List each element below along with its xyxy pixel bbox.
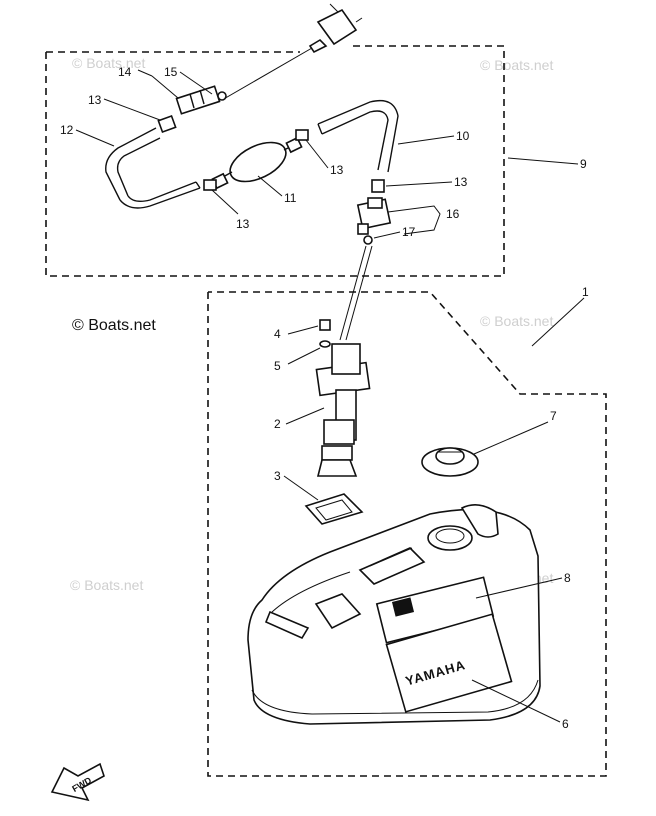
watermark: © Boats.net — [480, 57, 553, 73]
callout-2: 2 — [274, 417, 281, 431]
o-ring — [363, 235, 373, 245]
callout-9: 9 — [580, 157, 587, 171]
fuel-hose-10 — [317, 99, 399, 173]
callout-7: 7 — [550, 409, 557, 423]
callout-10: 10 — [456, 129, 470, 143]
callout-14: 14 — [118, 65, 132, 79]
hose-clamp — [371, 179, 385, 193]
callouts: 1 2 3 4 5 6 7 8 9 10 11 12 13 13 13 13 1… — [60, 65, 589, 731]
hose-clamp — [203, 179, 217, 191]
outboard-connector — [308, 3, 363, 54]
callout-13: 13 — [330, 163, 344, 177]
watermark: © Boats.net — [72, 317, 156, 334]
fuel-tank: YAMAHA — [247, 504, 541, 725]
watermark: © Boats.net — [72, 55, 145, 71]
callout-1: 1 — [582, 285, 589, 299]
callout-15: 15 — [164, 65, 178, 79]
gasket — [304, 493, 364, 525]
callout-5: 5 — [274, 359, 281, 373]
callout-13: 13 — [236, 217, 250, 231]
leader-lines — [75, 69, 585, 723]
callout-13: 13 — [454, 175, 468, 189]
fwd-arrow: FWD — [50, 762, 105, 802]
fuel-pickup-assembly — [315, 343, 371, 477]
washer — [319, 340, 331, 348]
callout-4: 4 — [274, 327, 281, 341]
hose-clamp — [295, 129, 309, 141]
callout-8: 8 — [564, 571, 571, 585]
callout-11: 11 — [284, 191, 297, 205]
filler-cap — [421, 447, 479, 477]
fuel-hose-12 — [105, 127, 201, 209]
callout-13: 13 — [88, 93, 102, 107]
callout-3: 3 — [274, 469, 281, 483]
primer-bulb — [211, 136, 303, 190]
callout-6: 6 — [562, 717, 569, 731]
callout-16: 16 — [446, 207, 460, 221]
callout-12: 12 — [60, 123, 74, 137]
tank-joint-16 — [356, 197, 392, 235]
watermark: © Boats.net — [70, 577, 143, 593]
screw — [319, 319, 331, 331]
fuel-line-assembly-box — [45, 45, 505, 277]
hose-clamp — [157, 114, 177, 134]
watermark: © Boats.net — [480, 313, 553, 329]
callout-17: 17 — [402, 225, 416, 239]
fuel-tank-assembly-box — [207, 291, 607, 777]
joint-14-15 — [175, 85, 227, 115]
